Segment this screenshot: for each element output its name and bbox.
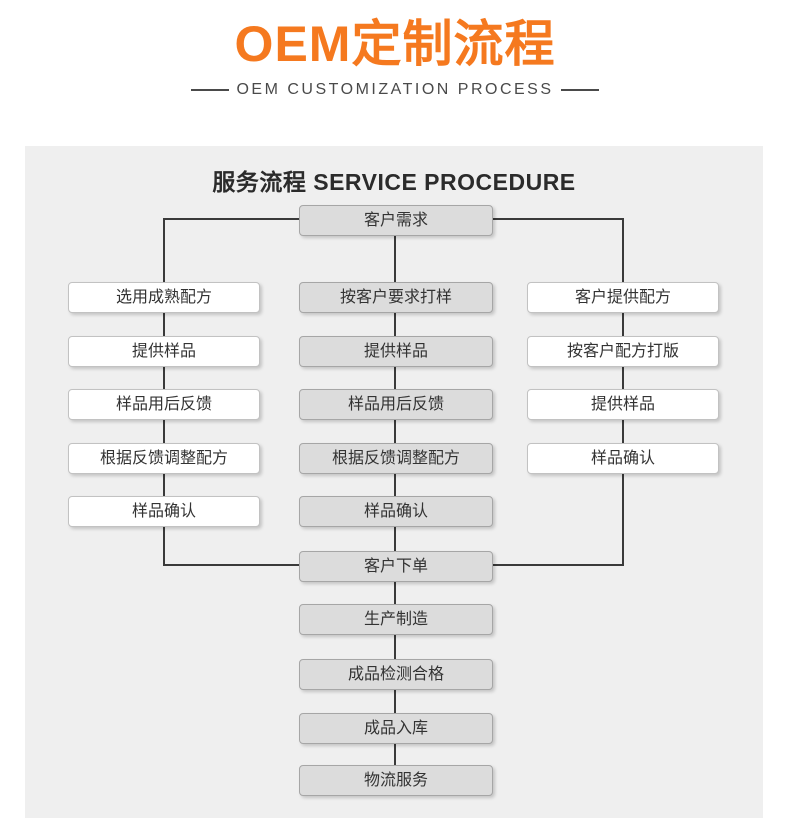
node-proof-per-formula: 按客户配方打版 [527,336,719,367]
node-provide-sample-right: 提供样品 [527,389,719,420]
node-adjust-formula-left: 根据反馈调整配方 [68,443,260,474]
connector-line-top-right [491,218,623,220]
connector-line-bottom-left [164,564,299,566]
subtitle-text: OEM CUSTOMIZATION PROCESS [236,81,554,98]
node-adjust-formula-mid: 根据反馈调整配方 [299,443,493,474]
node-production: 生产制造 [299,604,493,635]
node-select-mature-formula: 选用成熟配方 [68,282,260,313]
node-provide-sample-left: 提供样品 [68,336,260,367]
node-provide-sample-mid: 提供样品 [299,336,493,367]
page-subtitle: OEM CUSTOMIZATION PROCESS [0,81,790,99]
node-sample-feedback-mid: 样品用后反馈 [299,389,493,420]
node-customer-formula: 客户提供配方 [527,282,719,313]
subtitle-dash-left [191,89,230,91]
page-title: OEM定制流程 [234,16,556,72]
node-warehousing: 成品入库 [299,713,493,744]
connector-line-bottom-right [491,564,623,566]
node-sample-confirm-right: 样品确认 [527,443,719,474]
node-logistics: 物流服务 [299,765,493,796]
node-sample-per-request: 按客户要求打样 [299,282,493,313]
node-qc-pass: 成品检测合格 [299,659,493,690]
page-header: OEM定制流程 OEM CUSTOMIZATION PROCESS [0,0,790,99]
node-sample-confirm-mid: 样品确认 [299,496,493,527]
flowchart-panel: 服务流程 SERVICE PROCEDURE 客户需求 选用成熟配方 提供样品 … [25,146,763,818]
node-sample-feedback-left: 样品用后反馈 [68,389,260,420]
section-title: 服务流程 SERVICE PROCEDURE [212,169,576,195]
connector-line-top-left [164,218,299,220]
node-sample-confirm-left: 样品确认 [68,496,260,527]
subtitle-dash-right [560,89,599,91]
node-customer-demand: 客户需求 [299,205,493,236]
node-customer-order: 客户下单 [299,551,493,582]
